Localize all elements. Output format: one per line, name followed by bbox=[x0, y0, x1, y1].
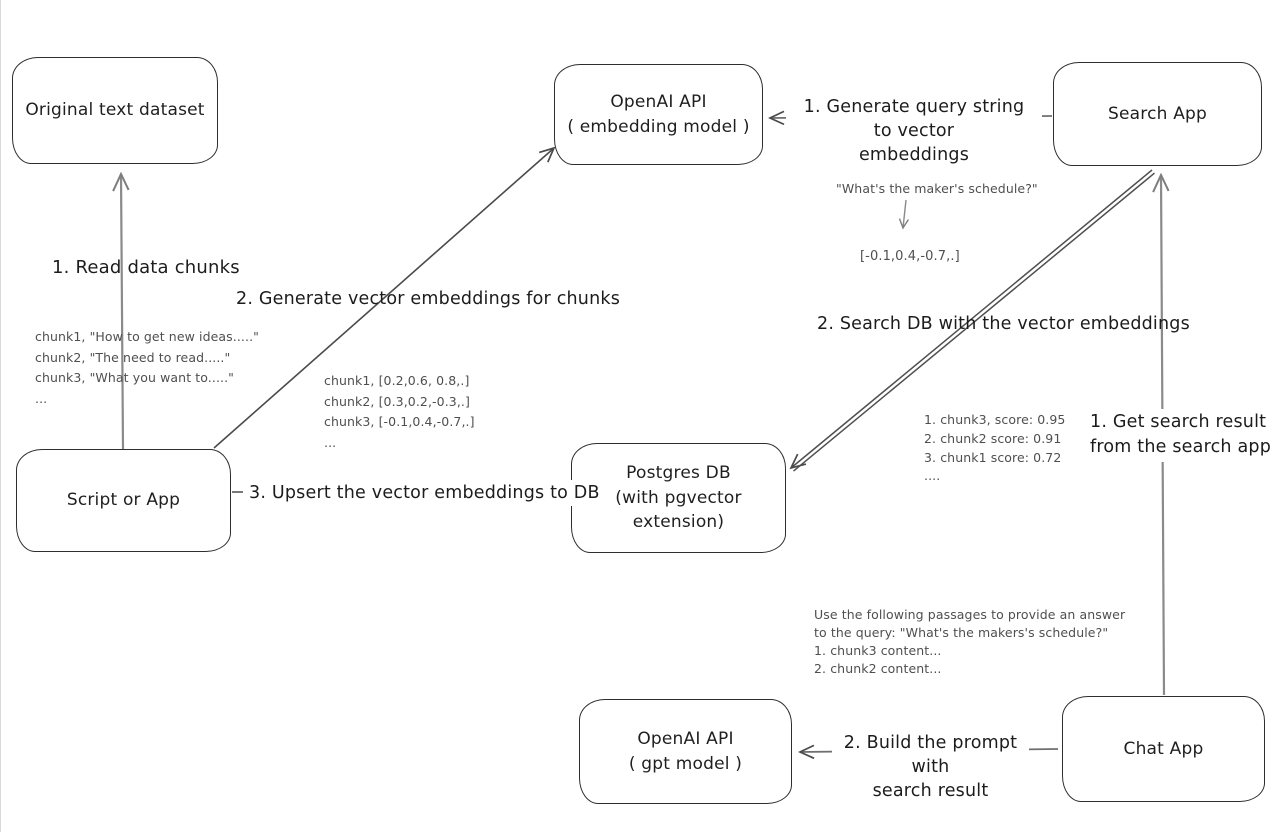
edge-label-query-string-line2: embeddings bbox=[858, 145, 970, 166]
node-original-text-dataset: Original text dataset bbox=[12, 57, 218, 164]
edge-label-get-result-line1: 1. Get search result bbox=[1090, 412, 1267, 432]
annotation-line: 3. chunk1 score: 0.72 bbox=[924, 449, 1062, 465]
arrow-read-data-chunks bbox=[121, 174, 123, 450]
annotation-chunk-vectors: chunk1, [0.2,0.6, 0.8,.] chunk2, [0.3,0.… bbox=[324, 371, 475, 454]
node-label: Script or App bbox=[66, 490, 181, 511]
node-label-line2: ( gpt model ) bbox=[628, 753, 743, 774]
edge-label-upsert: 3. Upsert the vector embeddings to DB bbox=[243, 480, 606, 507]
node-postgres-db: Postgres DB (with pgvector extension) bbox=[571, 443, 786, 553]
edge-label-get-result-line2: from the search app bbox=[1090, 437, 1272, 458]
arrow-generate-embeddings bbox=[213, 148, 554, 449]
annotation-line: 2. chunk2 content... bbox=[814, 661, 942, 677]
annotation-prompt-example: Use the following passages to provide an… bbox=[814, 606, 1125, 679]
annotation-line: 1. chunk3 content... bbox=[814, 643, 942, 659]
node-openai-embedding-api: OpenAI API ( embedding model ) bbox=[554, 64, 763, 165]
annotation-line: chunk1, "How to get new ideas....." bbox=[35, 329, 259, 344]
arrow-search-db bbox=[791, 169, 1155, 472]
node-label: Search App bbox=[1107, 103, 1208, 124]
annotation-line: Use the following passages to provide an… bbox=[814, 607, 1126, 622]
left-edge-divider bbox=[0, 0, 1, 832]
edge-label-search-db: 2. Search DB with the vector embeddings bbox=[817, 314, 1190, 334]
edge-label-build-prompt: 2. Build the prompt with search result bbox=[832, 730, 1029, 805]
annotation-query-example: "What's the maker's schedule?" bbox=[836, 181, 1038, 196]
annotation-line: chunk2, [0.3,0.2,-0.3,.] bbox=[324, 393, 470, 409]
annotation-line: to the query: "What's the makers's sched… bbox=[814, 625, 1109, 641]
annotation-line: 1. chunk3, score: 0.95 bbox=[924, 412, 1066, 427]
node-openai-gpt-api: OpenAI API ( gpt model ) bbox=[579, 699, 792, 804]
edge-label-build-prompt-line1: 2. Build the prompt with bbox=[843, 733, 1018, 778]
node-label-line2: (with pgvector extension) bbox=[615, 487, 742, 533]
node-script-or-app: Script or App bbox=[16, 449, 231, 552]
node-label-line2: ( embedding model ) bbox=[567, 116, 750, 137]
node-label-line1: OpenAI API bbox=[610, 91, 707, 112]
edge-label-query-string: 1. Generate query string to vector embed… bbox=[786, 94, 1042, 169]
annotation-line: chunk3, "What you want to....." bbox=[35, 370, 235, 386]
edge-label-get-result: 1. Get search result from the search app bbox=[1084, 409, 1278, 462]
annotation-line: .... bbox=[924, 468, 941, 484]
node-label: Chat App bbox=[1123, 738, 1204, 759]
edge-label-read-chunks: 1. Read data chunks bbox=[52, 257, 240, 278]
annotation-line: chunk3, [-0.1,0.4,-0.7,.] bbox=[324, 414, 475, 430]
node-label-line1: Postgres DB bbox=[626, 463, 731, 484]
annotation-line: 2. chunk2 score: 0.91 bbox=[924, 430, 1062, 446]
edge-label-build-prompt-line2: search result bbox=[872, 781, 989, 802]
annotation-line: chunk2, "The need to read....." bbox=[35, 349, 231, 365]
node-label-line1: OpenAI API bbox=[637, 728, 734, 749]
node-chat-app: Chat App bbox=[1062, 696, 1265, 802]
edge-label-query-string-line1: 1. Generate query string to vector bbox=[803, 97, 1025, 142]
annotation-search-scores: 1. chunk3, score: 0.95 2. chunk2 score: … bbox=[924, 411, 1065, 486]
edge-label-generate-embeddings: 2. Generate vector embeddings for chunks bbox=[236, 289, 621, 309]
node-label: Original text dataset bbox=[25, 100, 205, 121]
annotation-chunk-texts: chunk1, "How to get new ideas....." chun… bbox=[35, 327, 259, 410]
annotation-line: ... bbox=[324, 434, 337, 450]
annotation-line: chunk1, [0.2,0.6, 0.8,.] bbox=[324, 373, 470, 388]
annotation-query-vector: [-0.1,0.4,-0.7,.] bbox=[860, 249, 960, 264]
node-search-app: Search App bbox=[1053, 62, 1262, 166]
annotation-line: ... bbox=[35, 390, 48, 406]
arrow-query-to-vector bbox=[898, 199, 910, 230]
